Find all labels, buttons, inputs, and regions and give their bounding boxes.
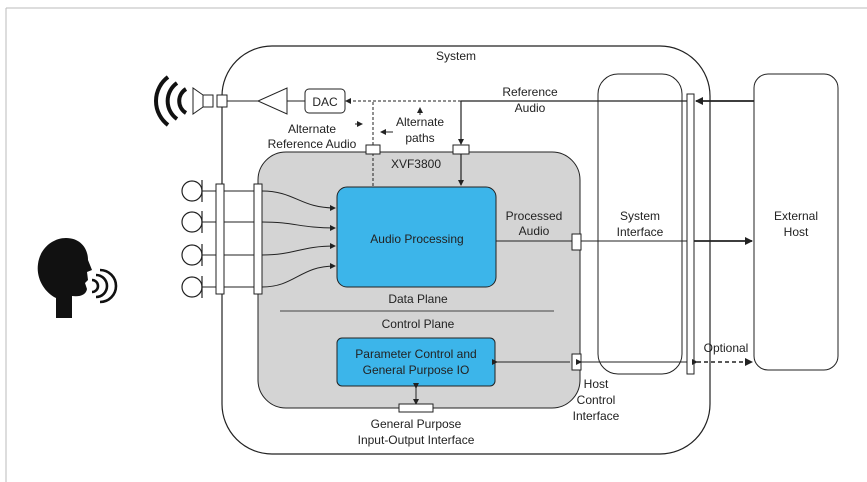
- dac-label: DAC: [312, 95, 338, 109]
- speaker-port: [216, 94, 228, 108]
- system-interface-label-line1: System: [620, 209, 660, 223]
- alternate-reference-audio-label-line2: Reference Audio: [268, 137, 357, 151]
- host-control-interface-label-line1: Host: [584, 377, 609, 391]
- reference-audio-label-line2: Audio: [515, 101, 546, 115]
- audio-processing-block: [336, 186, 497, 288]
- system-interface-label-line2: Interface: [617, 225, 664, 239]
- reference-audio-label-line1: Reference: [502, 85, 558, 99]
- host-control-interface-label-line2: Control: [577, 393, 616, 407]
- amplifier: [256, 87, 288, 115]
- mic-input-bar-right: [253, 183, 263, 295]
- system-interface-box: [597, 73, 683, 375]
- alternate-paths-label-line1: Alternate: [396, 115, 444, 129]
- alternate-reference-port: [365, 144, 381, 155]
- external-host-label-line2: Host: [784, 225, 809, 239]
- external-host-box: [753, 73, 839, 371]
- parameter-control-label-line1: Parameter Control and: [355, 347, 476, 361]
- processed-audio-label-line1: Processed: [506, 209, 563, 223]
- gpio-interface-label-line2: Input-Output Interface: [358, 433, 475, 447]
- alternate-reference-audio-label-line1: Alternate: [288, 122, 336, 136]
- microphone-icon: [181, 180, 216, 298]
- processed-audio-label-line2: Audio: [519, 224, 550, 238]
- xvf3800-label: XVF3800: [391, 157, 441, 171]
- data-plane-label: Data Plane: [388, 292, 448, 306]
- reference-input-port: [452, 144, 470, 155]
- speaker-icon: [154, 75, 214, 127]
- parameter-control-label-line2: General Purpose IO: [363, 363, 470, 377]
- optional-label: Optional: [704, 341, 749, 355]
- audio-processing-label: Audio Processing: [370, 232, 463, 246]
- control-plane-label: Control Plane: [382, 317, 455, 331]
- system-interface-bar: [686, 93, 695, 375]
- host-control-port: [571, 353, 582, 371]
- processed-audio-port: [571, 233, 582, 251]
- mic-input-bar-left: [215, 183, 225, 295]
- host-control-interface-label-line3: Interface: [573, 409, 620, 423]
- external-host-label-line1: External: [774, 209, 818, 223]
- gpio-interface-label-line1: General Purpose: [371, 417, 462, 431]
- parameter-control-block: [336, 337, 496, 387]
- gpio-port: [398, 403, 434, 413]
- alternate-paths-label-line2: paths: [405, 131, 434, 145]
- speaking-person-icon: [37, 238, 118, 318]
- system-label: System: [436, 49, 476, 63]
